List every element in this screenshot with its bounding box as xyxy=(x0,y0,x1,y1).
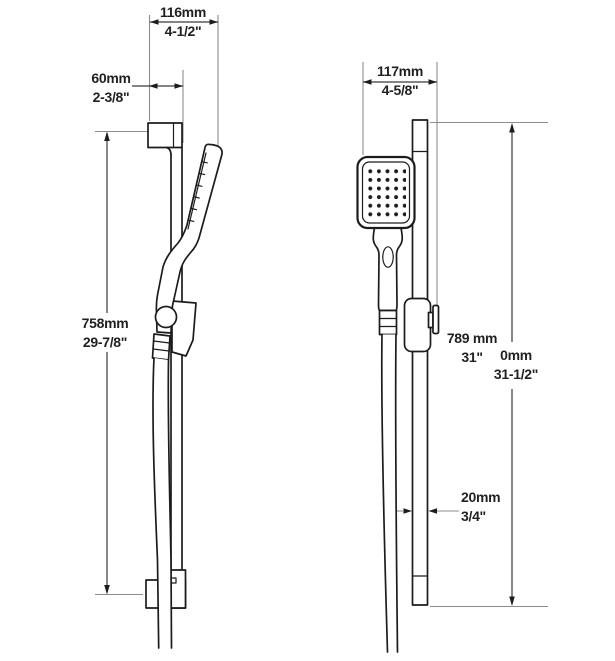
handshower-holder-side xyxy=(171,300,197,357)
dimension-mm: 60mm xyxy=(91,70,131,86)
dimension-label-bar-width: 20mm 3/4" xyxy=(461,489,511,524)
dimension-overall-height xyxy=(509,123,515,606)
spray-nozzles xyxy=(366,166,406,219)
spray-mode-button xyxy=(382,246,394,268)
dimension-inches: 31-1/2" xyxy=(493,366,539,382)
dimension-inches: 4-5/8" xyxy=(381,82,419,98)
dimension-label-overall-height: 0mm 31-1/2" xyxy=(488,347,544,382)
dimension-inches: 29-7/8" xyxy=(82,334,128,350)
dimension-mm: 0mm xyxy=(500,347,532,363)
dimension-mm: 758mm xyxy=(81,315,129,331)
front-view xyxy=(356,119,440,653)
side-view xyxy=(145,122,223,649)
dimension-label-head-reach: 116mm 4-1/2" xyxy=(146,4,220,39)
top-wall-bracket-side xyxy=(147,122,183,155)
dimension-758mm xyxy=(104,131,110,595)
dimension-mm: 117mm xyxy=(377,63,423,79)
hose-front xyxy=(380,333,399,653)
dimension-label-head-width: 117mm 4-5/8" xyxy=(362,63,438,98)
hose-side xyxy=(152,357,173,649)
dimension-mm: 20mm xyxy=(461,489,501,505)
dimension-mm: 789 mm xyxy=(446,330,498,346)
dimension-label-hose-length: 789 mm 31" xyxy=(444,330,500,365)
handshower-handle-front xyxy=(372,226,404,312)
dimension-inches: 4-1/2" xyxy=(164,23,202,39)
handshower-side xyxy=(154,143,223,334)
dimension-inches: 2-3/8" xyxy=(92,89,130,105)
slide-bar-side xyxy=(170,146,183,571)
dimension-mm: 116mm xyxy=(160,4,206,20)
dimension-inches: 3/4" xyxy=(461,508,486,524)
hose-connector-front xyxy=(378,309,398,336)
dimension-inches: 31" xyxy=(461,349,483,365)
slider-bracket xyxy=(403,297,440,353)
dimension-60mm xyxy=(132,83,183,89)
spray-face-ticks xyxy=(188,161,208,222)
dimension-label-bar-length: 758mm 29-7/8" xyxy=(76,315,134,350)
dimension-117mm xyxy=(363,79,437,85)
spray-face-seam xyxy=(187,152,207,230)
shower-head-front xyxy=(356,155,416,230)
dimension-label-wall-offset: 60mm 2-3/8" xyxy=(86,70,136,105)
dimension-116mm xyxy=(150,19,218,25)
holder-knuckle xyxy=(154,305,178,329)
hose-connector-side xyxy=(151,333,171,361)
dimension-20mm xyxy=(403,508,437,514)
extension-lines xyxy=(95,15,548,608)
slide-bar-front xyxy=(411,119,429,606)
